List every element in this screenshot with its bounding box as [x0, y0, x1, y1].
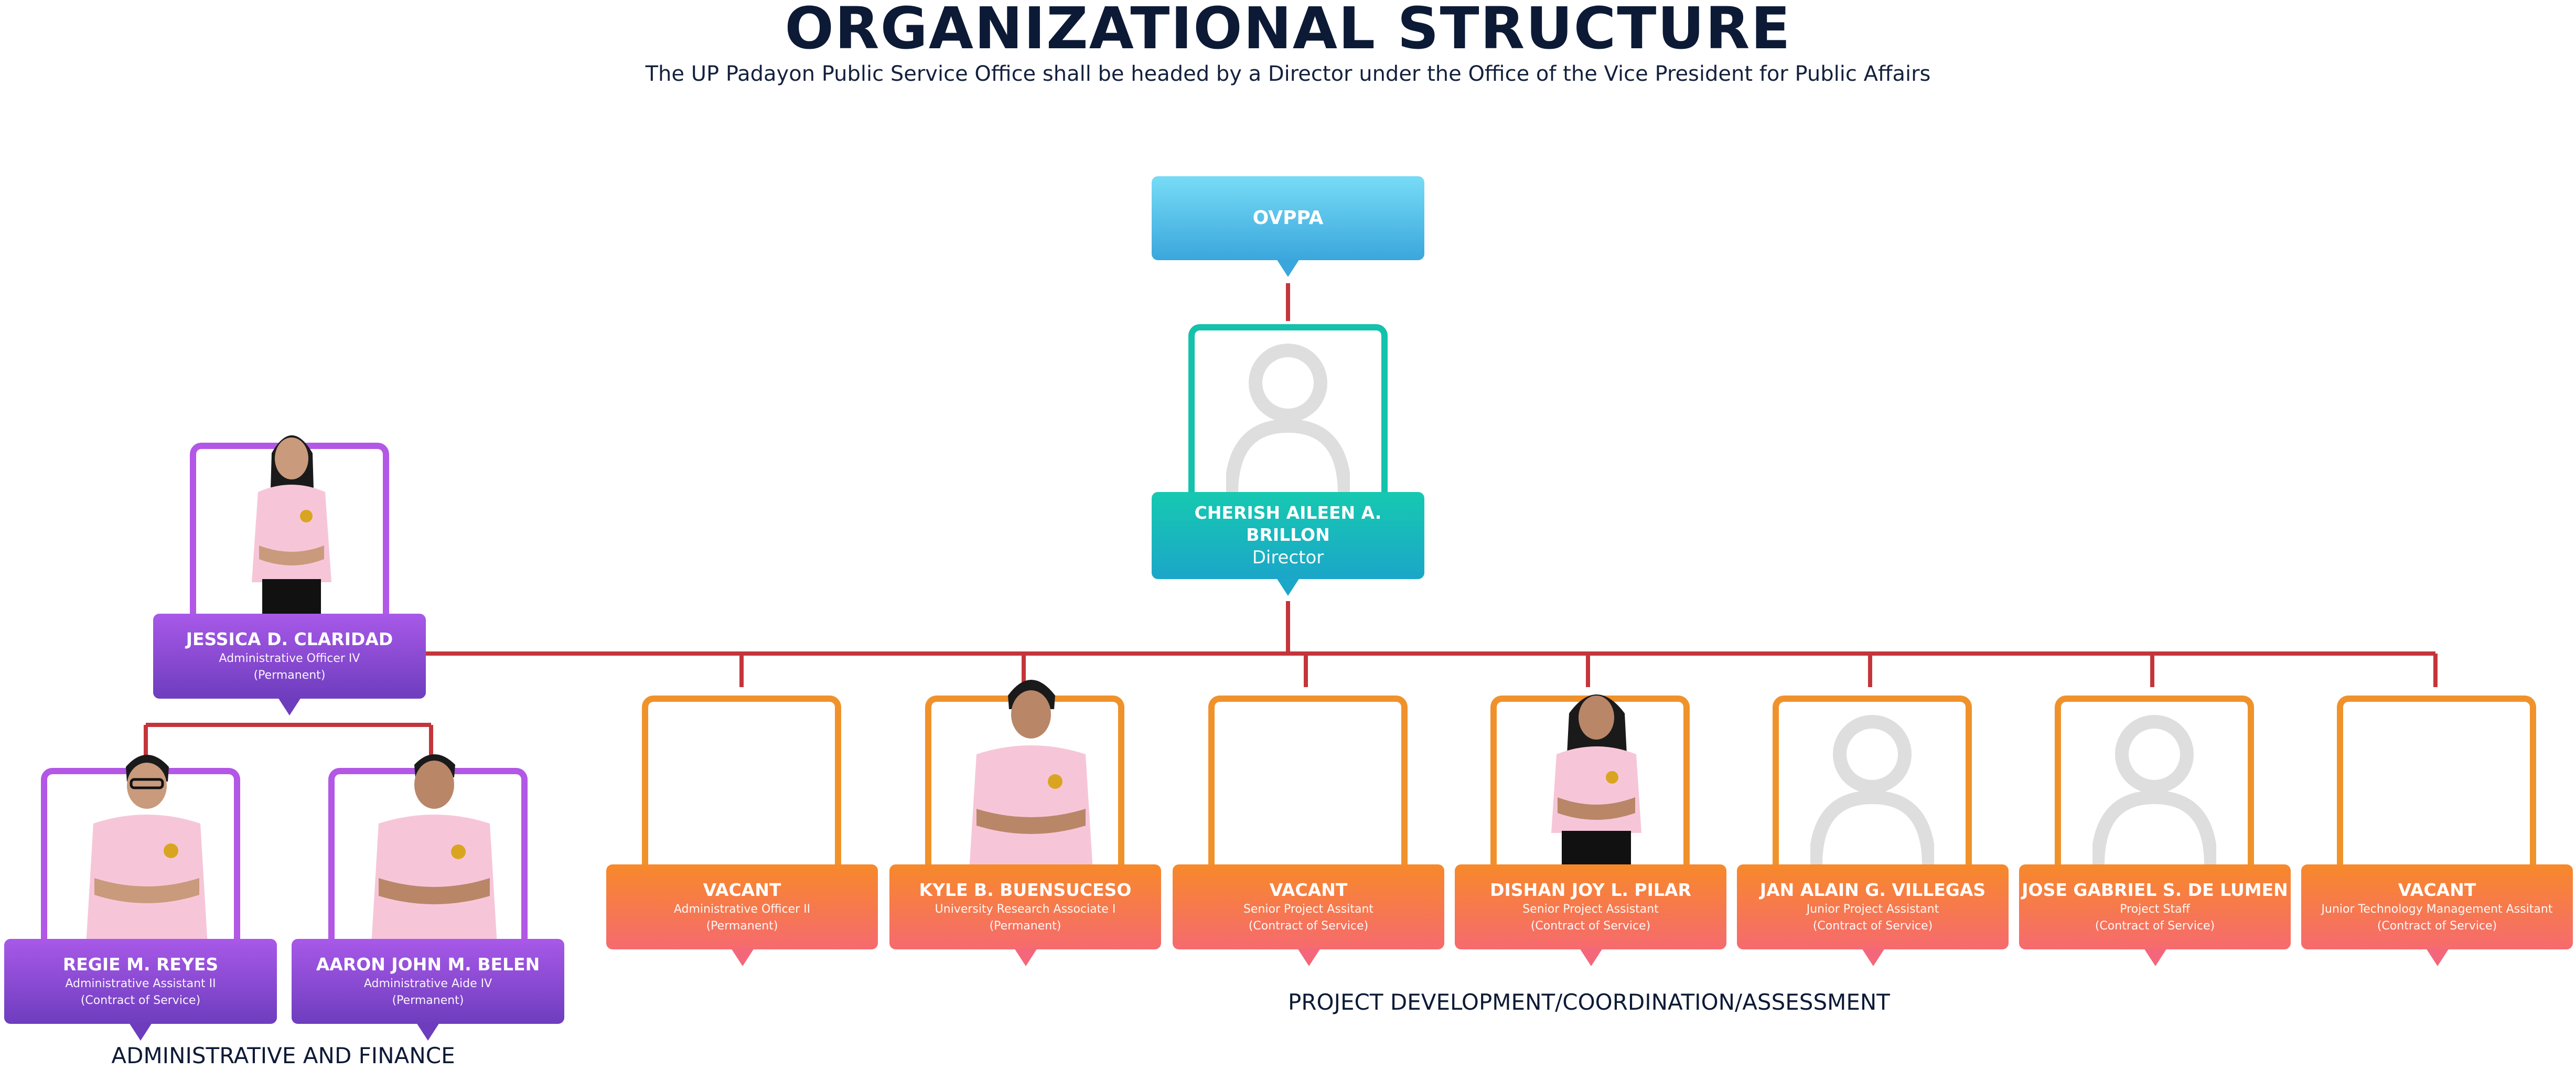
admin-head-pointer: [278, 698, 301, 715]
position-photo-frame: [1490, 694, 1690, 871]
page-subtitle: The UP Padayon Public Service Office sha…: [645, 62, 1931, 86]
position-photo-frame: [925, 680, 1124, 871]
person-photo-icon: [371, 754, 497, 945]
ovppa-pointer: [1276, 259, 1300, 277]
position-name: JAN ALAIN G. VILLEGAS: [1759, 880, 1986, 900]
position-role: University Research Associate I: [935, 903, 1116, 916]
position-box: KYLE B. BUENSUCESO University Research A…: [889, 864, 1161, 949]
position-pointer: [2144, 948, 2167, 966]
person-placeholder-icon: [1226, 344, 1350, 494]
position-box: VACANT Junior Technology Management Assi…: [2301, 864, 2573, 949]
admin-staff-pointer: [129, 1023, 152, 1041]
position-box: JAN ALAIN G. VILLEGAS Junior Project Ass…: [1737, 864, 2009, 949]
position-status: (Permanent): [706, 919, 778, 933]
position-pointer: [1580, 948, 1603, 966]
section-label-admin: ADMINISTRATIVE AND FINANCE: [111, 1043, 455, 1068]
person-photo-icon: [86, 755, 208, 945]
position-box: JOSE GABRIEL S. DE LUMEN Project Staff (…: [2019, 864, 2291, 949]
position-box: VACANT Senior Project Assitant (Contract…: [1173, 864, 1444, 949]
ovppa-label: OVPPA: [1252, 207, 1324, 229]
position-status: (Contract of Service): [1248, 919, 1369, 933]
position-status: (Contract of Service): [2377, 919, 2497, 933]
admin-staff-status: (Contract of Service): [80, 994, 201, 1007]
position-role: Senior Project Assistant: [1522, 903, 1659, 916]
director-role: Director: [1252, 547, 1324, 568]
position-name: KYLE B. BUENSUCESO: [919, 880, 1132, 900]
position-status: (Contract of Service): [1530, 919, 1651, 933]
admin-staff-photo-frame: [41, 755, 240, 945]
admin-staff-photo-frame: [328, 754, 528, 945]
position-photo-frame: [1773, 696, 1972, 865]
position-photo-frame: [2337, 696, 2536, 864]
position-pointer: [1862, 948, 1885, 966]
position-pointer: [1014, 948, 1037, 966]
admin-staff-pointer: [416, 1023, 439, 1041]
position-box: VACANT Administrative Officer II (Perman…: [606, 864, 878, 949]
person-photo-icon: [969, 680, 1093, 871]
position-role: Project Staff: [2120, 903, 2190, 916]
position-photo-frame: [2055, 696, 2254, 865]
position-name: VACANT: [2398, 880, 2476, 900]
position-photo-frame: [642, 696, 841, 864]
admin-head-name: JESSICA D. CLARIDAD: [186, 629, 393, 649]
section-label-project: PROJECT DEVELOPMENT/COORDINATION/ASSESSM…: [1288, 989, 1890, 1015]
person-placeholder-icon: [1810, 715, 1934, 865]
position-status: (Contract of Service): [1812, 919, 1933, 933]
director-box: CHERISH AILEEN A. BRILLON Director: [1152, 492, 1424, 579]
admin-staff-name: AARON JOHN M. BELEN: [316, 954, 540, 975]
position-pointer: [2426, 948, 2449, 966]
position-role: Administrative Officer II: [673, 903, 811, 916]
position-status: (Contract of Service): [2095, 919, 2215, 933]
position-role: Junior Project Assistant: [1806, 903, 1939, 916]
ovppa-box: OVPPA: [1152, 176, 1424, 260]
position-role: Junior Technology Management Assitant: [2321, 903, 2553, 916]
person-photo-icon: [252, 435, 331, 620]
position-name: VACANT: [1269, 880, 1348, 900]
position-name: JOSE GABRIEL S. DE LUMEN: [2022, 880, 2288, 900]
director-pointer: [1276, 578, 1300, 596]
admin-staff-status: (Permanent): [392, 994, 464, 1007]
admin-staff-role: Administrative Aide IV: [363, 977, 492, 990]
position-pointer: [1297, 948, 1321, 966]
admin-head-role: Administrative Officer IV: [219, 652, 360, 665]
admin-head-status: (Permanent): [253, 669, 326, 682]
position-photo-frame: [1208, 696, 1408, 864]
person-placeholder-icon: [2092, 715, 2216, 865]
admin-head-box: JESSICA D. CLARIDAD Administrative Offic…: [153, 614, 426, 699]
position-status: (Permanent): [989, 919, 1061, 933]
position-name: VACANT: [703, 880, 781, 900]
position-name: DISHAN JOY L. PILAR: [1490, 880, 1691, 900]
position-pointer: [731, 948, 754, 966]
admin-staff-box: AARON JOHN M. BELEN Administrative Aide …: [292, 939, 564, 1024]
director-photo-frame: [1188, 324, 1388, 494]
admin-head-photo-frame: [190, 435, 389, 620]
position-role: Senior Project Assitant: [1243, 903, 1374, 916]
admin-staff-box: REGIE M. REYES Administrative Assistant …: [4, 939, 277, 1024]
director-name: CHERISH AILEEN A. BRILLON: [1194, 502, 1382, 545]
admin-staff-name: REGIE M. REYES: [62, 954, 219, 975]
position-box: DISHAN JOY L. PILAR Senior Project Assis…: [1455, 864, 1726, 949]
person-photo-icon: [1551, 694, 1641, 871]
page-title: ORGANIZATIONAL STRUCTURE: [785, 0, 1791, 62]
admin-staff-role: Administrative Assistant II: [65, 977, 216, 990]
